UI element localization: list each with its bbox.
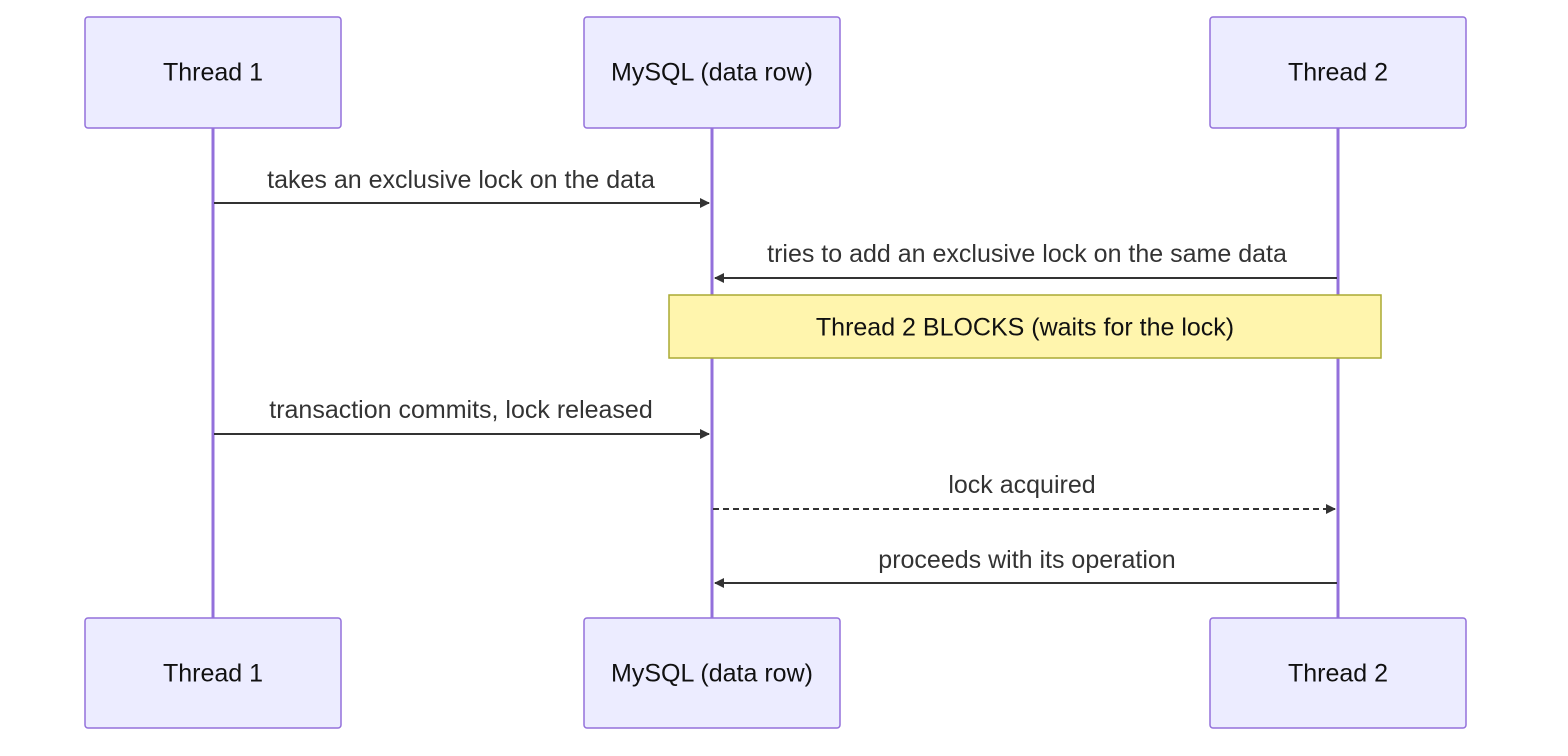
actor-label: MySQL (data row) (611, 59, 813, 87)
note-label: Thread 2 BLOCKS (waits for the lock) (816, 314, 1234, 342)
actor-label: Thread 2 (1288, 59, 1388, 87)
actor-label: Thread 1 (163, 660, 263, 688)
actor-label: Thread 2 (1288, 660, 1388, 688)
message-label: takes an exclusive lock on the data (267, 166, 655, 194)
message-label: proceeds with its operation (878, 546, 1175, 574)
message-proceed: proceeds with its operation (714, 546, 1337, 588)
message-commit-release: transaction commits, lock released (214, 396, 710, 439)
actor-label: Thread 1 (163, 59, 263, 87)
actor-thread-2-top: Thread 2 (1209, 16, 1467, 129)
actor-thread-2-bottom: Thread 2 (1209, 617, 1467, 729)
message-label: transaction commits, lock released (269, 396, 652, 424)
message-label: tries to add an exclusive lock on the sa… (767, 240, 1287, 268)
message-label: lock acquired (948, 471, 1095, 499)
actor-mysql-top: MySQL (data row) (583, 16, 841, 129)
message-try-lock: tries to add an exclusive lock on the sa… (714, 240, 1337, 283)
note-thread-2-blocks: Thread 2 BLOCKS (waits for the lock) (668, 294, 1382, 359)
actor-mysql-bottom: MySQL (data row) (583, 617, 841, 729)
message-lock-acquired: lock acquired (713, 471, 1336, 514)
actor-thread-1-top: Thread 1 (84, 16, 342, 129)
actor-label: MySQL (data row) (611, 660, 813, 688)
message-take-lock: takes an exclusive lock on the data (214, 166, 710, 208)
actor-thread-1-bottom: Thread 1 (84, 617, 342, 729)
